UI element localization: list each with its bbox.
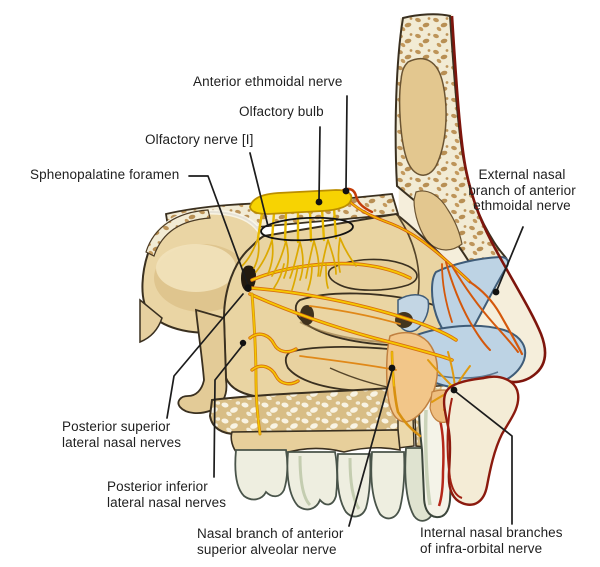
leader-external-nasal xyxy=(496,226,524,291)
label-posterior-inferior: Posterior inferior lateral nasal nerves xyxy=(107,479,227,510)
label-posterior-superior: Posterior superior lateral nasal nerves xyxy=(62,419,182,450)
upper-lip xyxy=(442,375,520,506)
label-external-nasal-branch: External nasal branch of anterior ethmoi… xyxy=(468,167,576,214)
tooth-pulp-canal xyxy=(437,419,445,507)
leader-internal-nasal xyxy=(455,391,513,525)
label-sphenopalatine-foramen: Sphenopalatine foramen xyxy=(30,167,180,182)
leader-lines xyxy=(166,95,524,527)
frontal-sinus xyxy=(398,57,447,176)
olfactory-filaments xyxy=(256,206,338,244)
olfactory-system xyxy=(241,189,357,291)
superior-concha xyxy=(327,258,418,291)
label-olfactory-nerve: Olfactory nerve [I] xyxy=(145,132,254,147)
sphenopalatine-foramen-opening xyxy=(241,265,256,292)
leader-posterior-superior xyxy=(166,293,244,419)
leader-dots xyxy=(239,187,500,394)
leader-olfactory-bulb xyxy=(318,126,321,201)
label-internal-nasal-branches: Internal nasal branches of infra-orbital… xyxy=(420,525,563,556)
nerves xyxy=(248,187,524,438)
label-olfactory-bulb: Olfactory bulb xyxy=(239,104,324,119)
leader-nasal-branch xyxy=(348,370,393,527)
teeth xyxy=(234,397,454,522)
leader-posterior-inferior xyxy=(213,345,243,478)
olfactory-bulb-shape xyxy=(249,189,353,215)
annotation-ellipse xyxy=(260,216,354,242)
label-nasal-branch-asan: Nasal branch of anterior superior alveol… xyxy=(197,526,344,557)
leader-sphenopalatine xyxy=(188,175,249,286)
skin-profile xyxy=(442,15,547,506)
leader-anterior-ethmoidal xyxy=(345,95,348,190)
label-anterior-ethmoidal-nerve: Anterior ethmoidal nerve xyxy=(193,74,343,89)
olfactory-branches xyxy=(241,237,357,291)
leader-olfactory-nerve xyxy=(249,152,269,227)
